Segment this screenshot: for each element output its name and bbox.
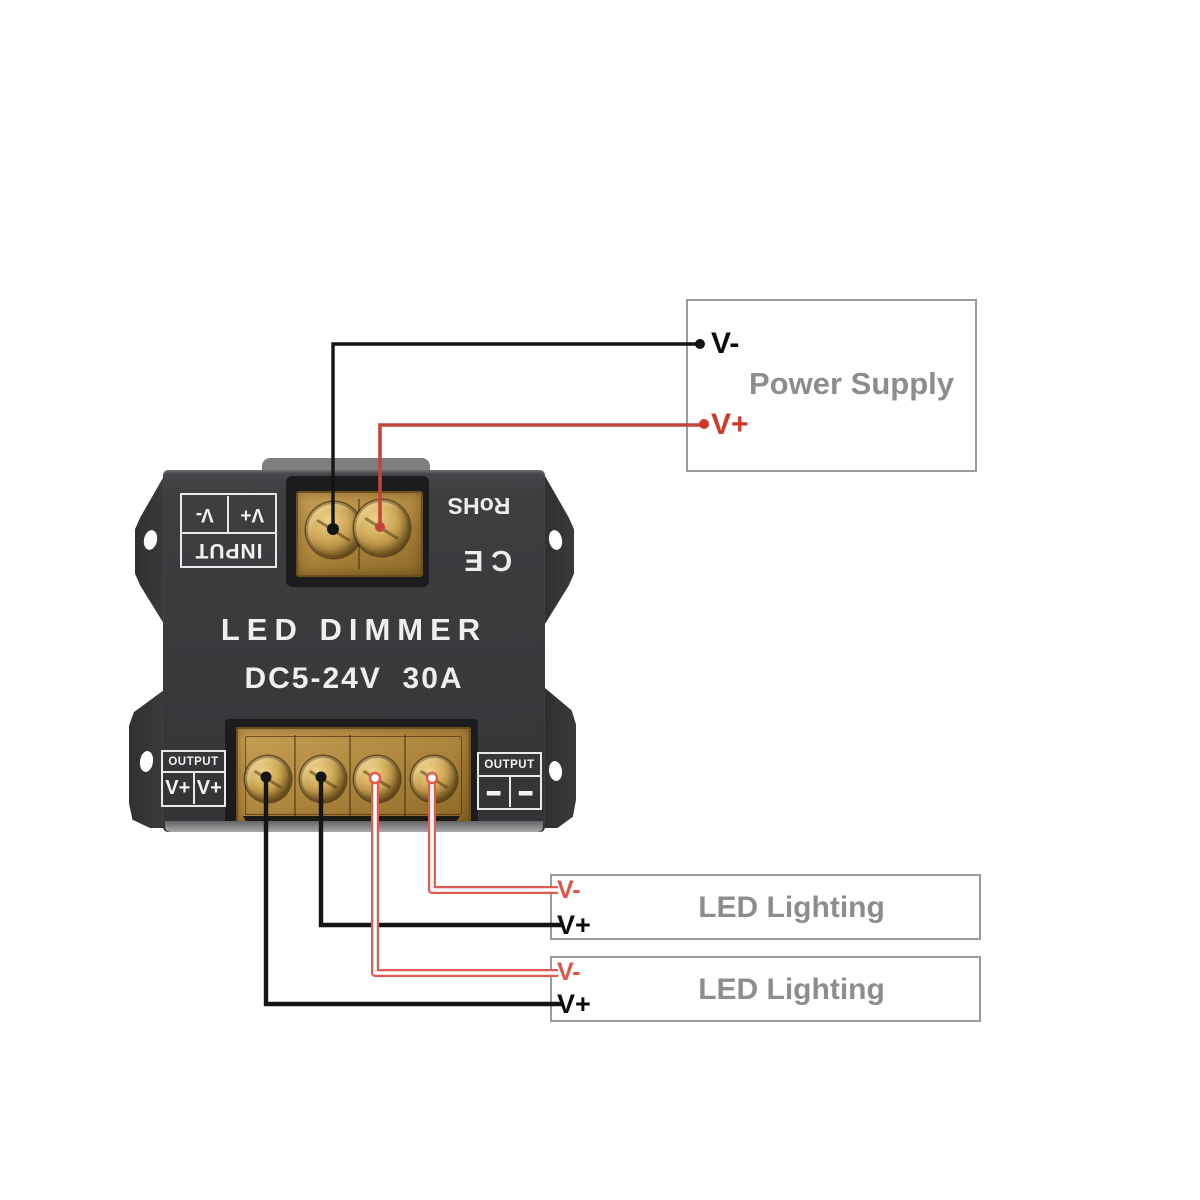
device-title: LED DIMMER bbox=[220, 612, 488, 647]
ce-mark: CE bbox=[455, 544, 513, 576]
input-plate: INPUT V+ V- bbox=[180, 493, 277, 568]
led-lighting-label-1: LED Lighting bbox=[698, 891, 885, 924]
mount-hole-bottom-left bbox=[138, 750, 155, 773]
output-right-cell-1: – bbox=[486, 765, 502, 817]
terminal-separator bbox=[349, 735, 351, 816]
output-left-cell-1: V+ bbox=[163, 773, 195, 804]
input-terminal-block bbox=[286, 476, 429, 587]
mount-hole-top-left bbox=[142, 528, 159, 552]
mount-ear-bottom-left bbox=[129, 690, 164, 828]
output-left-cell-2: V+ bbox=[196, 777, 222, 799]
input-vminus-cell: V- bbox=[195, 504, 214, 525]
terminal-separator bbox=[404, 735, 406, 816]
led1-vplus-label: V+ bbox=[557, 910, 591, 940]
output-plate-right: OUTPUT – – bbox=[477, 752, 542, 817]
led-dimmer-device: INPUT V+ V- RoHS CE LED DIMMER DC5-24V 3… bbox=[161, 470, 545, 832]
input-plate-label: INPUT bbox=[182, 532, 275, 566]
power-supply-vminus-label: V- bbox=[711, 327, 740, 360]
output-terminal-block bbox=[225, 719, 478, 829]
input-vplus-cell: V+ bbox=[227, 496, 275, 532]
input-terminal-brass bbox=[296, 491, 423, 577]
terminal-separator bbox=[294, 735, 296, 816]
bottom-flange bbox=[165, 821, 543, 832]
output-terminal-brass bbox=[236, 727, 471, 824]
output-right-label: OUTPUT bbox=[479, 754, 540, 777]
mount-ear-top-left bbox=[135, 476, 164, 624]
power-supply-vplus-label: V+ bbox=[711, 408, 749, 441]
output-plate-left: OUTPUT V+ V+ bbox=[161, 750, 226, 807]
output-screw-3 bbox=[354, 756, 400, 802]
output-left-label: OUTPUT bbox=[163, 752, 224, 773]
led2-vminus-label: V- bbox=[557, 958, 581, 986]
mount-ear-bottom-right bbox=[545, 688, 576, 828]
mount-ear-top-right bbox=[545, 476, 574, 624]
output-screw-2 bbox=[300, 756, 346, 802]
led2-vplus-label: V+ bbox=[557, 989, 591, 1019]
device-spec: DC5-24V 30A bbox=[244, 662, 464, 695]
led-lighting-box-2: LED Lighting bbox=[550, 956, 981, 1022]
mount-hole-top-right bbox=[547, 528, 564, 552]
output-screw-1 bbox=[245, 756, 291, 802]
led1-vminus-label: V- bbox=[557, 876, 581, 904]
output-right-cell-2: – bbox=[517, 765, 533, 817]
led-lighting-label-2: LED Lighting bbox=[698, 973, 885, 1006]
mount-hole-bottom-right bbox=[547, 760, 564, 782]
power-supply-box: Power Supply bbox=[686, 299, 977, 472]
led-lighting-box-1: LED Lighting bbox=[550, 874, 981, 940]
input-screw-vplus bbox=[354, 500, 410, 556]
rohs-mark: RoHS bbox=[447, 493, 511, 519]
power-supply-label: Power Supply bbox=[749, 366, 954, 401]
output-screw-4 bbox=[411, 756, 457, 802]
